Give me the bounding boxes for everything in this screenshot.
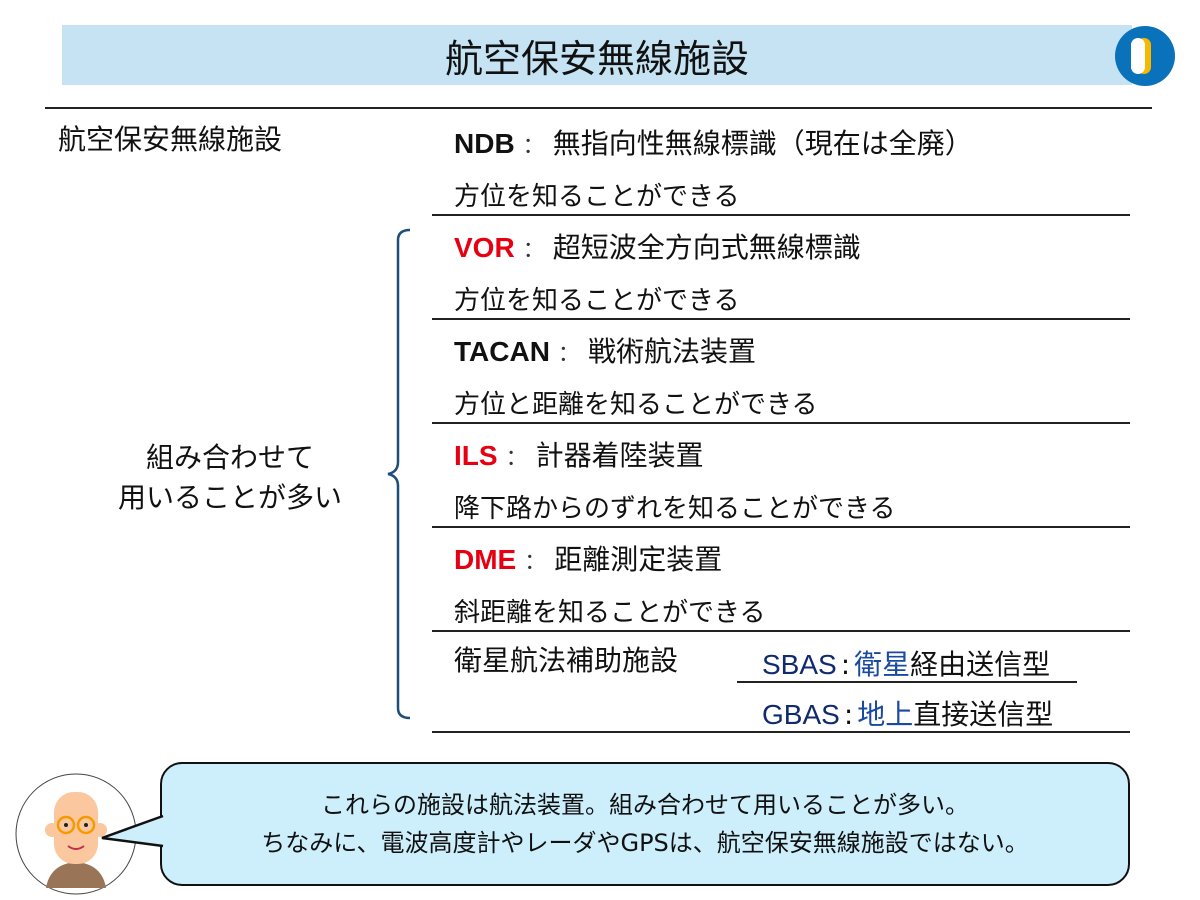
facility-row: DME ： 距離測定装置斜距離を知ることができる	[432, 528, 1130, 632]
facility-row: TACAN ： 戦術航法装置方位と距離を知ることができる	[432, 320, 1130, 424]
sbas-rest: 経由送信型	[910, 648, 1051, 681]
facility-title: VOR ： 超短波全方向式無線標識	[454, 226, 861, 266]
combination-note: 組み合わせて 用いることが多い	[90, 438, 370, 518]
facility-row: NDB ： 無指向性無線標識（現在は全廃） 方位を知ることができる	[432, 112, 1130, 216]
separator: ：	[505, 446, 528, 471]
sbas-item: SBAS:衛星経由送信型	[762, 643, 1050, 683]
speech-bubble: これらの施設は航法装置。組み合わせて用いることが多い。 ちなみに、電波高度計やレ…	[160, 762, 1130, 886]
facility-desc: 方位と距離を知ることができる	[454, 390, 818, 420]
facility-name: 距離測定装置	[554, 543, 723, 576]
separator: ：	[557, 342, 580, 367]
facility-desc: 方位を知ることができる	[454, 182, 740, 212]
facility-desc: 降下路からのずれを知ることができる	[454, 494, 896, 524]
facility-row: VOR ： 超短波全方向式無線標識方位を知ることができる	[432, 216, 1130, 320]
facility-name: 超短波全方向式無線標識	[552, 231, 861, 264]
sbas-blue: 衛星	[854, 648, 911, 681]
sbas-divider	[737, 681, 1077, 683]
combo-line-2: 用いることが多い	[117, 481, 342, 514]
gbas-abbr: GBAS	[762, 699, 840, 730]
separator: ：	[524, 550, 547, 575]
page-title: 航空保安無線施設	[62, 25, 1132, 85]
satellite-row: 衛星航法補助施設 SBAS:衛星経由送信型 GBAS:地上直接送信型	[432, 629, 1130, 733]
facility-name: 無指向性無線標識（現在は全廃）	[552, 127, 973, 160]
facility-abbr: DME	[454, 544, 517, 575]
facility-name: 計器着陸装置	[535, 439, 704, 472]
facility-abbr: TACAN	[454, 336, 550, 367]
bubble-tail	[101, 814, 164, 848]
facility-title: DME ： 距離測定装置	[454, 538, 722, 578]
facility-title: NDB ： 無指向性無線標識（現在は全廃）	[454, 122, 973, 162]
facility-abbr: NDB	[454, 128, 515, 159]
facility-abbr: ILS	[454, 440, 498, 471]
facility-name: 戦術航法装置	[587, 335, 756, 368]
title-divider	[45, 107, 1152, 109]
avatar	[15, 773, 137, 895]
gbas-rest: 直接送信型	[913, 698, 1054, 731]
facility-title: TACAN ： 戦術航法装置	[454, 330, 756, 370]
facility-title: ILS ： 計器着陸装置	[454, 434, 704, 474]
logo-icon	[1115, 26, 1175, 86]
bubble-line-2: ちなみに、電波高度計やレーダやGPSは、航空保安無線施設ではない。	[261, 829, 1029, 857]
separator: ：	[522, 238, 545, 263]
sbas-abbr: SBAS	[762, 649, 837, 680]
bubble-line-1: これらの施設は航法装置。組み合わせて用いることが多い。	[321, 791, 969, 819]
gbas-blue: 地上	[857, 698, 914, 731]
brace-icon	[387, 228, 411, 720]
facility-row: ILS ： 計器着陸装置降下路からのずれを知ることができる	[432, 424, 1130, 528]
facility-desc: 方位を知ることができる	[454, 286, 740, 316]
gbas-item: GBAS:地上直接送信型	[762, 693, 1053, 733]
section-label: 航空保安無線施設	[58, 123, 283, 156]
facility-desc: 斜距離を知ることができる	[454, 598, 766, 628]
satellite-label: 衛星航法補助施設	[454, 644, 679, 677]
combo-line-1: 組み合わせて	[145, 441, 314, 474]
separator: ：	[522, 134, 545, 159]
gbas-sep: :	[843, 698, 854, 731]
facility-abbr: VOR	[454, 232, 515, 263]
sbas-sep: :	[840, 648, 851, 681]
